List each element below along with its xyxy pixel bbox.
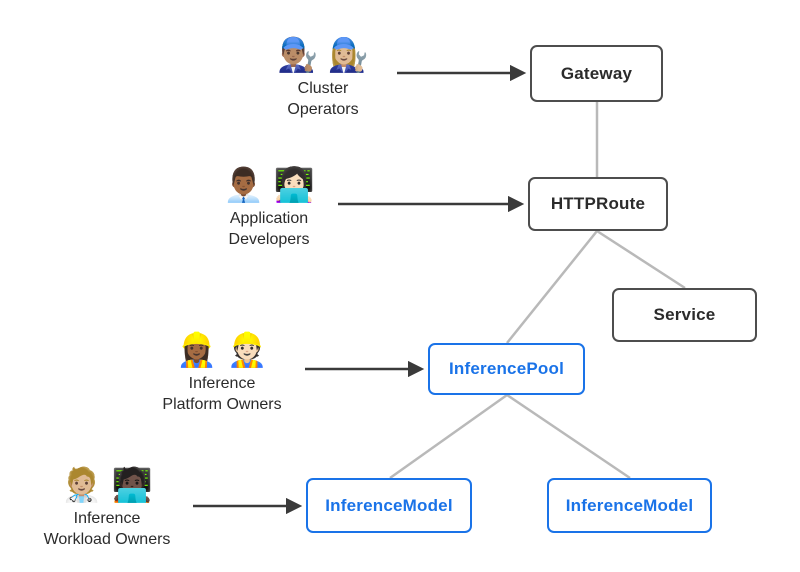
- node-inferencemodel-right-label: InferenceModel: [565, 495, 694, 515]
- application-developers-technologists-emoji-icon: 👨🏾‍💼 👩🏻‍💻: [223, 166, 315, 203]
- cluster-operators-label-line2: Operators: [287, 101, 359, 118]
- edge-inferencepool-inferencemodel-left: [389, 393, 508, 480]
- edge-httproute-inferencepool: [506, 230, 598, 344]
- platform-owners-construction-workers-emoji-icon: 👷🏾‍♀️ 👷🏻: [176, 331, 268, 368]
- platform-owners-label-line1: Inference: [188, 375, 256, 392]
- application-developers-label-line2: Developers: [228, 231, 310, 248]
- platform-owners-label-line2: Platform Owners: [162, 396, 282, 413]
- node-inferencemodel-left-label: InferenceModel: [325, 495, 453, 515]
- workload-owners-label-line2: Workload Owners: [43, 531, 171, 548]
- node-httproute-label: HTTPRoute: [550, 194, 646, 213]
- node-gateway: Gateway: [530, 45, 663, 102]
- persona-inference-workload-owners: 🧑🏼‍⚕️ 🧑🏿‍💻 Inference Workload Owners: [27, 463, 187, 550]
- edge-inferencepool-inferencemodel-right: [506, 393, 631, 480]
- persona-cluster-operators: 👨🏽‍🔧 👩🏼‍🔧 Cluster Operators: [248, 33, 398, 120]
- cluster-operators-mechanics-emoji-icon: 👨🏽‍🔧 👩🏼‍🔧: [277, 36, 369, 73]
- node-inferencemodel-left: InferenceModel: [306, 478, 472, 533]
- workload-owners-scientist-technologist-emoji-icon: 🧑🏼‍⚕️ 🧑🏿‍💻: [61, 466, 153, 503]
- persona-inference-platform-owners: 👷🏾‍♀️ 👷🏻 Inference Platform Owners: [137, 328, 307, 415]
- node-service-label: Service: [653, 305, 716, 324]
- node-service: Service: [612, 288, 757, 342]
- workload-owners-label-line1: Inference: [73, 510, 141, 527]
- persona-application-developers: 👨🏾‍💼 👩🏻‍💻 Application Developers: [199, 163, 339, 250]
- edge-httproute-service: [596, 229, 686, 290]
- node-inferencemodel-right: InferenceModel: [547, 478, 712, 533]
- node-httproute: HTTPRoute: [528, 177, 668, 231]
- application-developers-label-line1: Application: [229, 210, 309, 227]
- node-inferencepool: InferencePool: [428, 343, 585, 395]
- cluster-operators-label-line1: Cluster: [297, 80, 349, 97]
- node-gateway-label: Gateway: [560, 63, 633, 83]
- node-inferencepool-label: InferencePool: [448, 359, 565, 378]
